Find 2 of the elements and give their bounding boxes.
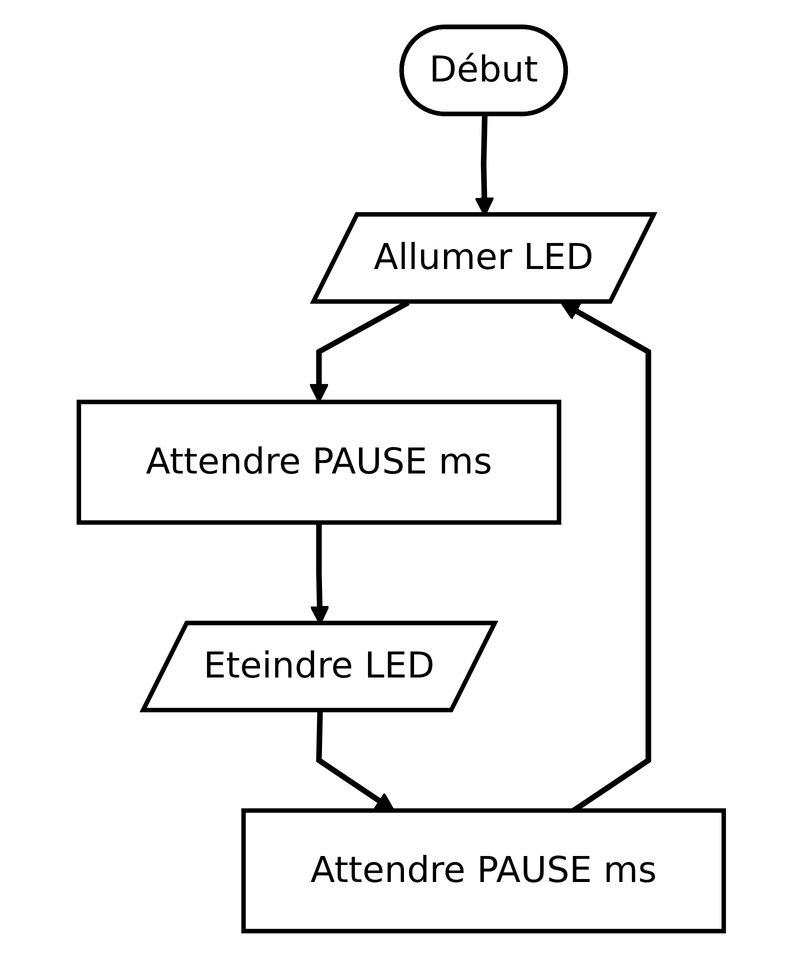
node-box: Attendre PAUSE ms	[242, 808, 726, 934]
node-box: Attendre PAUSE ms	[76, 400, 562, 525]
